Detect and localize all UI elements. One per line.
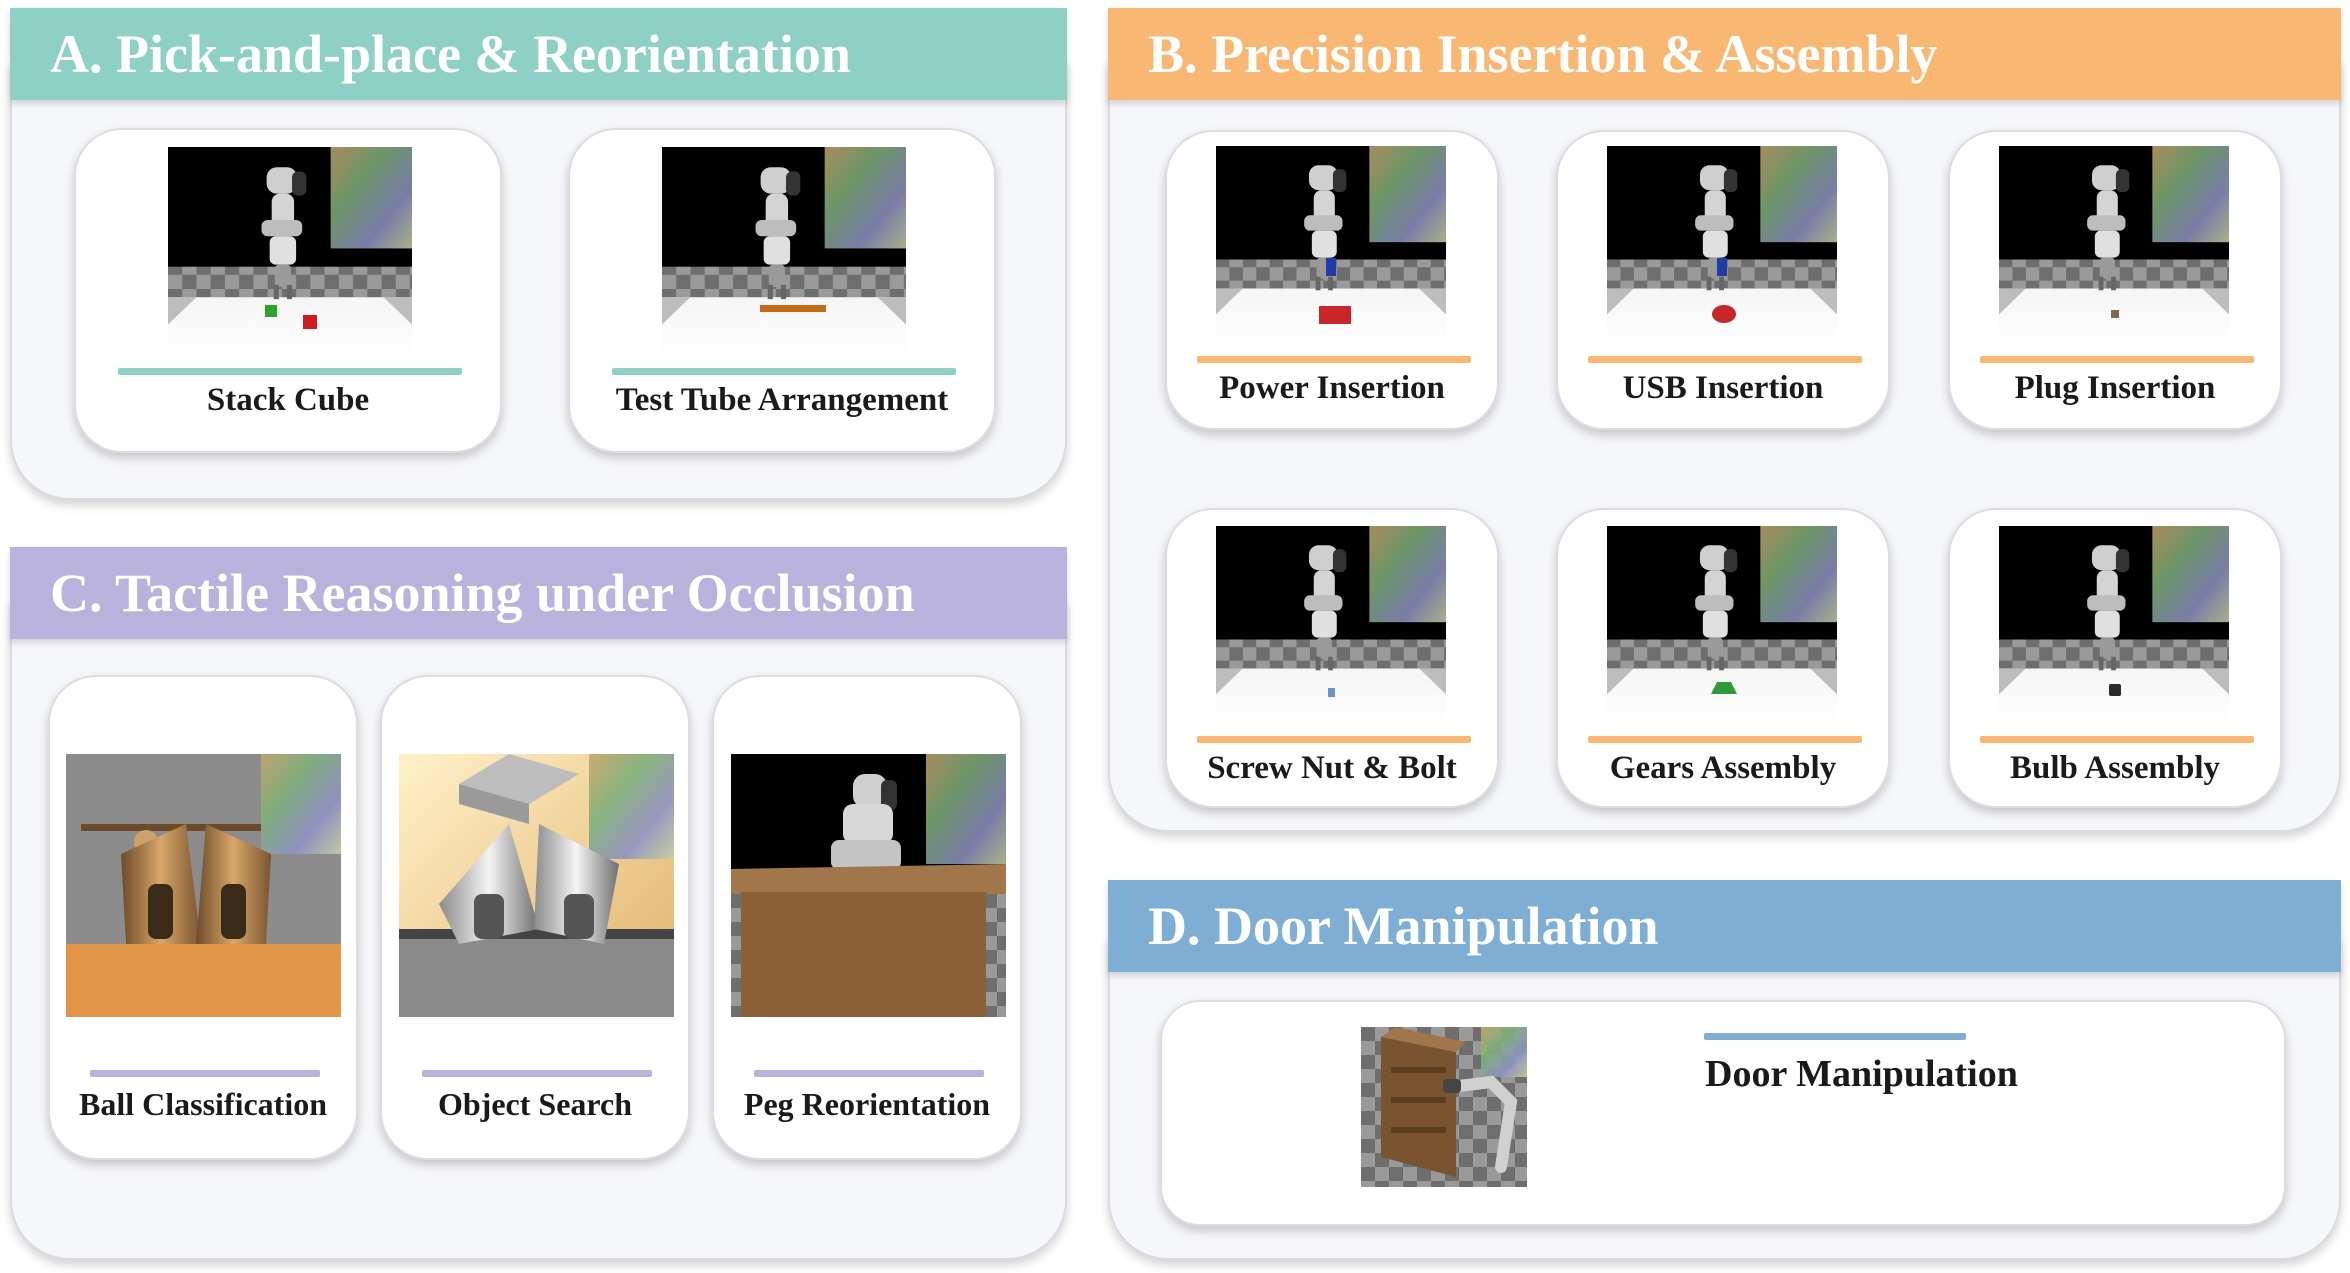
- task-card-plug-insertion: Plug Insertion: [1948, 130, 2282, 430]
- task-thumbnail: [168, 147, 412, 360]
- task-label: Plug Insertion: [2014, 370, 2216, 406]
- task-card-door-manipulation: Door Manipulation: [1160, 1000, 2286, 1226]
- task-label: USB Insertion: [1622, 370, 1824, 406]
- task-card-gears-assembly: Gears Assembly: [1556, 508, 1890, 808]
- task-label: Screw Nut & Bolt: [1207, 750, 1457, 786]
- panel-b-banner: B. Precision Insertion & Assembly: [1108, 8, 2341, 100]
- task-card-screw-nut-bolt: Screw Nut & Bolt: [1165, 508, 1499, 808]
- task-thumbnail: [1999, 146, 2229, 348]
- panel-b-title: B. Precision Insertion & Assembly: [1148, 24, 1938, 84]
- task-card-usb-insertion: USB Insertion: [1556, 130, 1890, 430]
- panel-c-banner: C. Tactile Reasoning under Occlusion: [10, 547, 1067, 639]
- panel-a-banner: A. Pick-and-place & Reorientation: [10, 8, 1067, 100]
- task-label: Ball Classification: [78, 1086, 327, 1122]
- task-thumbnail: [662, 147, 906, 360]
- task-label: Stack Cube: [206, 382, 370, 418]
- task-thumbnail: [1216, 146, 1446, 348]
- task-card-stack-cube: Stack Cube: [74, 128, 502, 453]
- task-card-bulb-assembly: Bulb Assembly: [1948, 508, 2282, 808]
- task-underline: [1588, 736, 1862, 743]
- task-underline: [1588, 356, 1862, 363]
- task-label: Bulb Assembly: [2010, 750, 2220, 786]
- task-underline: [422, 1070, 652, 1077]
- panel-a-title: A. Pick-and-place & Reorientation: [50, 24, 851, 84]
- panel-d-title: D. Door Manipulation: [1148, 896, 1659, 956]
- task-underline: [118, 368, 462, 375]
- task-underline: [1980, 356, 2254, 363]
- task-label: Object Search: [437, 1086, 633, 1122]
- task-thumbnail: [66, 754, 341, 1017]
- task-card-power-insertion: Power Insertion: [1165, 130, 1499, 430]
- task-underline: [1980, 736, 2254, 743]
- task-label: Test Tube Arrangement: [615, 382, 949, 418]
- task-thumbnail: [1361, 1027, 1527, 1187]
- task-card-object-search: Object Search: [380, 675, 690, 1160]
- task-label: Gears Assembly: [1609, 750, 1837, 786]
- task-thumbnail: [1999, 526, 2229, 728]
- task-thumbnail: [1216, 526, 1446, 728]
- panel-c-title: C. Tactile Reasoning under Occlusion: [50, 563, 915, 623]
- task-thumbnail: [1607, 146, 1837, 348]
- task-label: Power Insertion: [1219, 370, 1445, 406]
- task-thumbnail: [399, 754, 674, 1017]
- task-underline: [754, 1070, 984, 1077]
- task-underline: [1704, 1033, 1966, 1040]
- task-underline: [1197, 736, 1471, 743]
- task-card-peg-reorientation: Peg Reorientation: [712, 675, 1022, 1160]
- task-thumbnail: [1607, 526, 1837, 728]
- panel-d-banner: D. Door Manipulation: [1108, 880, 2341, 972]
- task-card-test-tube-arrangement: Test Tube Arrangement: [568, 128, 996, 453]
- task-card-ball-classification: Ball Classification: [48, 675, 358, 1160]
- task-thumbnail: [731, 754, 1006, 1017]
- task-underline: [612, 368, 956, 375]
- task-underline: [90, 1070, 320, 1077]
- task-label: Door Manipulation: [1705, 1053, 2018, 1095]
- task-underline: [1197, 356, 1471, 363]
- task-label: Peg Reorientation: [743, 1086, 991, 1122]
